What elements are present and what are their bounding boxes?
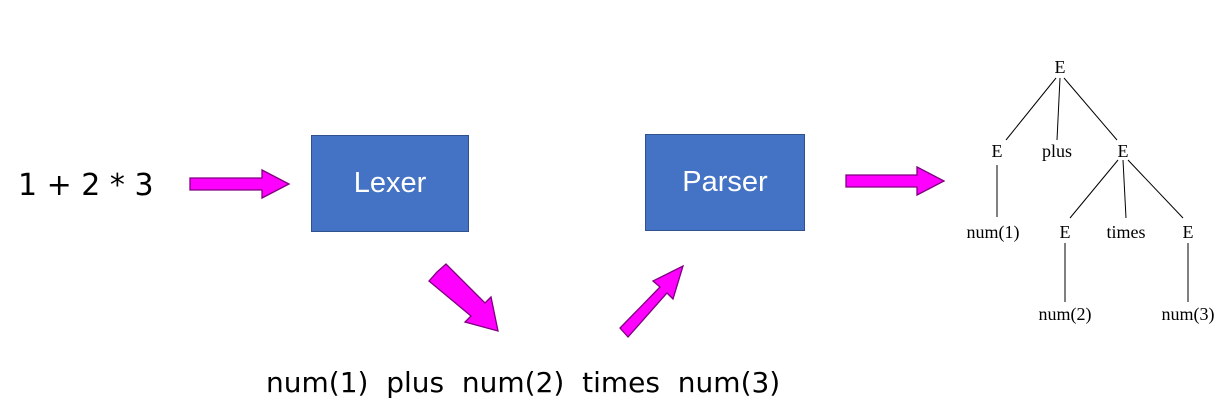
- lexer-box: Lexer: [311, 135, 469, 232]
- tree-edge: [1005, 77, 1057, 141]
- token-stream: num(1) plus num(2) times num(3): [266, 366, 781, 399]
- tree-node-times: times: [1107, 222, 1146, 242]
- parser-label: Parser: [682, 166, 768, 198]
- tree-node-e-far: E: [1183, 222, 1194, 242]
- tree-node-num3: num(3): [1162, 304, 1215, 325]
- parser-box: Parser: [645, 134, 805, 231]
- arrow-tokens-to-parser: [619, 264, 685, 338]
- tree-edge: [1063, 77, 1118, 141]
- tree-node-root: E: [1055, 57, 1066, 77]
- tree-edge: [1127, 159, 1184, 219]
- tree-edge: [1069, 159, 1119, 219]
- tree-node-num1: num(1): [967, 222, 1020, 243]
- arrow-lexer-to-tokens: [428, 263, 499, 332]
- tree-edge: [1122, 159, 1127, 219]
- parse-tree: E E plus E num(1) E times E num(2) num(3…: [967, 57, 1215, 325]
- input-expression: 1 + 2 * 3: [18, 168, 154, 203]
- tree-node-plus: plus: [1042, 141, 1072, 161]
- arrow-parser-to-tree: [845, 165, 946, 197]
- tree-node-num2: num(2): [1039, 304, 1092, 325]
- arrow-input-to-lexer: [189, 168, 291, 200]
- tree-node-e-left: E: [992, 141, 1003, 161]
- tree-edge: [1056, 77, 1061, 141]
- tree-node-e-mid: E: [1060, 222, 1071, 242]
- tree-node-e-right: E: [1118, 141, 1129, 161]
- lexer-label: Lexer: [353, 167, 427, 199]
